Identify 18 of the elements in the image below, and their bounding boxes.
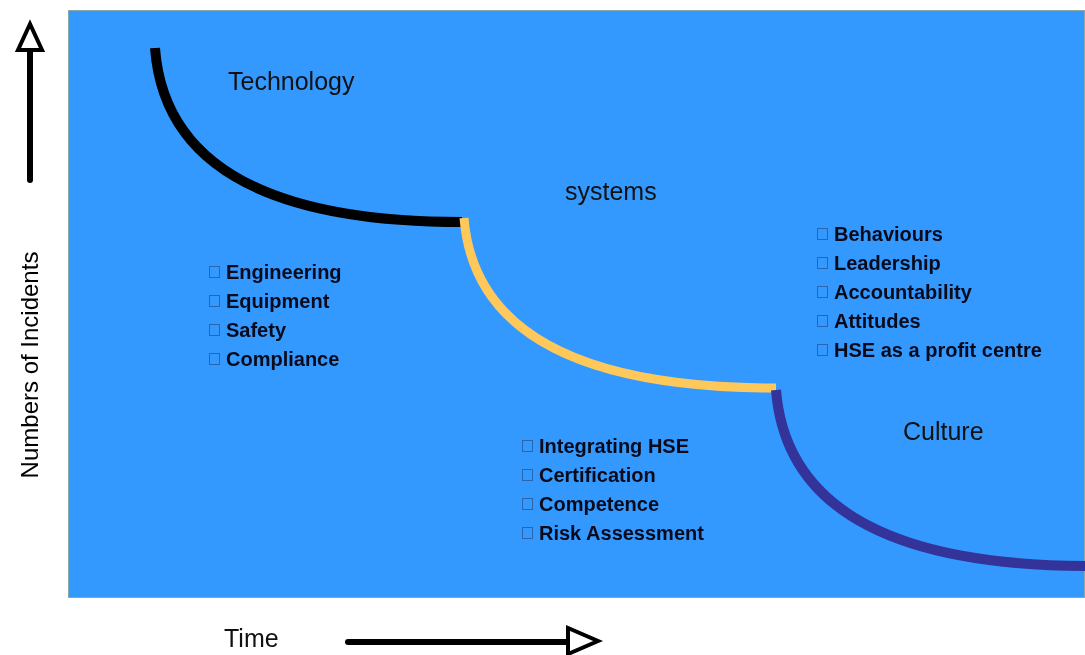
stage-label: Culture: [903, 416, 984, 446]
axis-title: Numbers of Incidents: [18, 251, 42, 479]
list-item: Certification: [539, 463, 656, 487]
list-item: Leadership: [834, 251, 941, 275]
list-item: HSE as a profit centre: [834, 338, 1042, 362]
stage-label: systems: [565, 176, 657, 206]
list-item: Competence: [539, 492, 660, 516]
list-item: Integrating HSE: [539, 434, 689, 458]
axis-title: Time: [224, 623, 279, 653]
list-item: Equipment: [226, 289, 330, 313]
list-item: Attitudes: [834, 309, 921, 333]
list-item: Engineering: [226, 260, 342, 284]
list-item: Safety: [226, 318, 287, 342]
stage-label: Technology: [228, 66, 355, 96]
list-item: Compliance: [226, 347, 340, 371]
list-item: Accountability: [834, 280, 972, 304]
list-item: Behaviours: [834, 222, 943, 246]
list-item: Risk Assessment: [539, 521, 704, 545]
